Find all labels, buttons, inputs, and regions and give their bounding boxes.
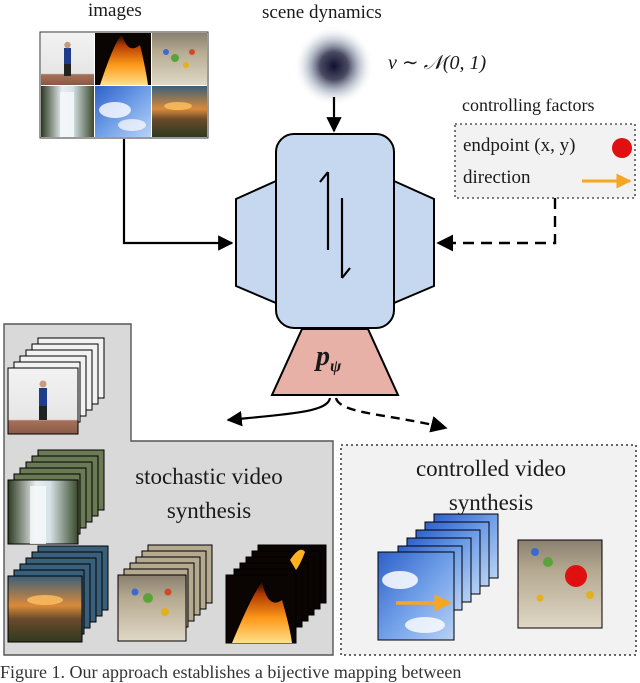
stochastic-synthesis-title: stochastic video synthesis	[124, 460, 294, 528]
network-left-wing	[235, 179, 277, 305]
video-stack-clouds	[377, 513, 499, 641]
stochastic-title-line2: synthesis	[166, 498, 252, 523]
grid-image-waterfall	[41, 86, 94, 137]
endpoint-marker-icon	[612, 138, 632, 158]
bijection-arrows-icon	[319, 171, 351, 279]
invertible-network	[235, 133, 435, 329]
controlling-factors-label: controlling factors	[462, 95, 595, 115]
controlled-title-line1: controlled video	[415, 456, 567, 481]
video-stack-sunset	[7, 545, 109, 643]
controlled-title-line2: synthesis	[448, 490, 534, 515]
arrow-to-controlled	[334, 397, 448, 433]
endpoint-label: endpoint (x, y)	[463, 135, 576, 156]
decoder-label: pψ	[316, 341, 341, 377]
network-body	[275, 133, 395, 329]
caption-fragment: Figure 1. Our approach establishes a bij…	[0, 662, 462, 682]
direction-label: direction	[463, 167, 531, 188]
noise-distribution-formula: ν ∼ 𝒩(0, 1)	[388, 50, 486, 75]
grid-image-sunset	[152, 86, 207, 137]
grid-image-clouds	[95, 86, 151, 137]
nu-symbol: ν	[388, 52, 397, 74]
input-image-grid	[39, 31, 209, 139]
arrow-to-stochastic	[226, 397, 332, 427]
decoder-p: p	[316, 341, 330, 372]
decoder-trapezoid	[270, 328, 400, 396]
controlled-synthesis-title: controlled video synthesis	[396, 452, 586, 520]
images-label: images	[88, 0, 142, 21]
sim-symbol: ∼	[401, 52, 419, 74]
decoder-psi: ψ	[330, 356, 342, 376]
normal-distribution: 𝒩(0, 1)	[423, 52, 487, 74]
scene-dynamics-label: scene dynamics	[262, 2, 382, 23]
gaussian-noise-icon	[294, 26, 374, 106]
stochastic-title-line1: stochastic video	[135, 464, 283, 489]
controlling-factors-box	[454, 123, 636, 199]
video-stack-person	[7, 337, 105, 435]
arrow-factors-to-network	[436, 198, 557, 252]
grid-image-fire	[95, 33, 151, 85]
video-stack-fire	[225, 544, 327, 644]
grid-image-table	[152, 33, 207, 85]
grid-image-person	[41, 33, 94, 85]
arrow-images-to-network	[122, 139, 234, 251]
endpoint-marker-on-table	[565, 565, 587, 587]
video-stack-waterfall	[7, 449, 105, 545]
controlled-image-table	[517, 539, 603, 629]
video-stack-table	[117, 544, 213, 642]
network-right-wing	[393, 179, 435, 305]
